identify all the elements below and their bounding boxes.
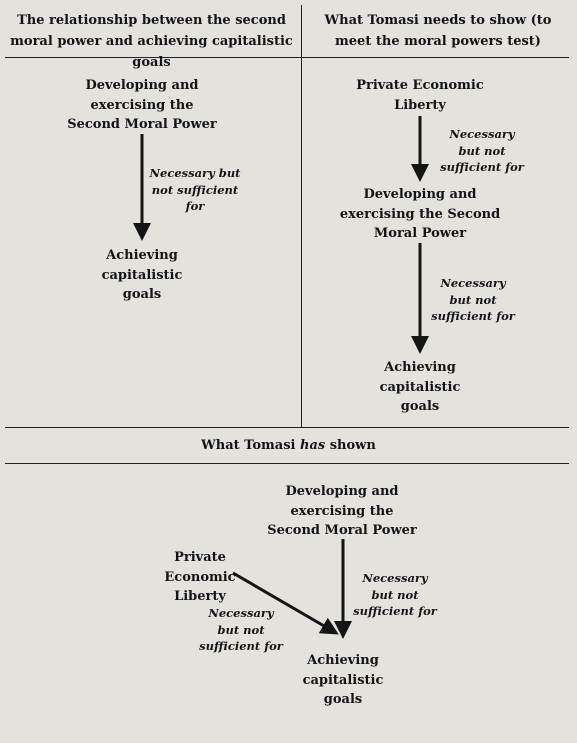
section-divider-bottom	[5, 463, 569, 464]
header-left: The relationship between the second mora…	[10, 13, 293, 70]
left-note-necessary: Necessary but not sufficient for	[149, 166, 241, 213]
right-note-necessary-2: Necessary but not sufficient for	[431, 276, 515, 323]
panel-divider-vertical	[301, 5, 302, 427]
left-node-capitalistic-goals: Achieving capitalistic goals	[101, 248, 183, 302]
bottom-note-right: Necessary but not sufficient for	[353, 571, 437, 618]
bottom-arrow-diagonal	[232, 571, 339, 635]
header-right: What Tomasi needs to show (to meet the m…	[324, 13, 552, 49]
bottom-node-capitalistic-goals: Achieving capitalistic goals	[302, 653, 384, 707]
left-node-second-moral-power: Developing and exercising the Second Mor…	[67, 78, 217, 132]
header-divider	[5, 57, 569, 58]
header-middle-italic: has	[300, 438, 326, 453]
right-node-private-economic-liberty: Private Economic Liberty	[356, 78, 484, 113]
header-middle-prefix: What Tomasi	[201, 438, 300, 453]
header-middle: What Tomasi has shown	[0, 436, 577, 456]
section-divider-top	[5, 427, 569, 428]
right-note-necessary-1: Necessary but not sufficient for	[440, 127, 524, 174]
header-middle-suffix: shown	[325, 438, 376, 453]
right-node-second-moral-power: Developing and exercising the Second Mor…	[339, 187, 501, 241]
bottom-note-left: Necessary but not sufficient for	[199, 606, 283, 653]
bottom-node-second-moral-power: Developing and exercising the Second Mor…	[267, 484, 417, 538]
right-node-capitalistic-goals: Achieving capitalistic goals	[379, 360, 461, 414]
bottom-node-private-economic-liberty: Private Economic Liberty	[164, 550, 236, 604]
